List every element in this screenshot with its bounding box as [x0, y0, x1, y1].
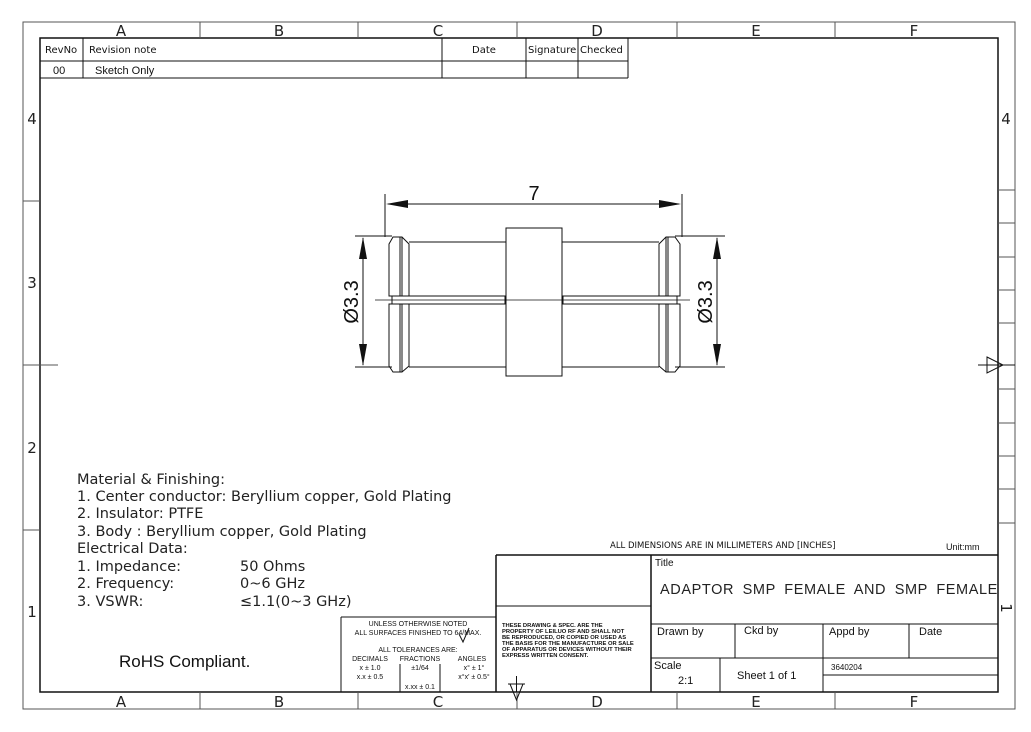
ckd-by-label: Ckd by [744, 625, 779, 637]
zone-col-f-top: F [910, 22, 919, 40]
electrical-value: 50 Ohms [240, 559, 305, 575]
dimension-lines [355, 194, 725, 368]
drawing-title: ADAPTOR SMP FEMALE AND SMP FEMALE [660, 582, 998, 598]
zone-col-e-top: E [751, 22, 760, 40]
zone-col-d-top: D [591, 22, 603, 40]
zone-labels: A B C D E F A B C D E F 4 3 2 1 4 1 [27, 22, 1015, 711]
electrical-label: 1. Impedance: [77, 559, 181, 575]
zone-col-c-bottom: C [433, 693, 443, 711]
electrical-heading: Electrical Data: [77, 541, 188, 557]
drawn-by-label: Drawn by [657, 626, 704, 638]
scale-label: Scale [654, 660, 682, 672]
rohs-note: RoHS Compliant. [119, 652, 250, 671]
material-heading: Material & Finishing: [77, 472, 225, 488]
fractions-label: FRACTIONS [400, 656, 441, 663]
rev-number: 00 [53, 65, 65, 77]
proprietary-line: BE REPRODUCED, OR COPIED OR USED AS [502, 635, 626, 641]
rev-header-note: Revision note [89, 45, 157, 56]
zone-col-d-bottom: D [591, 693, 603, 711]
xxx-tolerance: x.xx ± 0.1 [405, 684, 435, 691]
proprietary-line: PROPERTY OF LEILUO RF AND SHALL NOT [502, 629, 625, 635]
date-label: Date [919, 626, 942, 638]
rev-header-checked: Checked [580, 45, 623, 56]
zone-col-b-top: B [274, 22, 284, 40]
rev-header-revno: RevNo [45, 45, 77, 56]
proprietary-line: THESE DRAWING & SPEC. ARE THE [502, 623, 603, 629]
electrical-value: 0~6 GHz [240, 576, 305, 592]
zone-row-3-left: 3 [27, 274, 37, 292]
tolerance-block: UNLESS OTHERWISE NOTED ALL SURFACES FINI… [340, 616, 496, 692]
datum-mark-icon [508, 676, 525, 702]
revision-table: RevNo Revision note Date Signature Check… [40, 38, 629, 79]
zone-row-2-left: 2 [27, 439, 37, 457]
centering-mark-icon [978, 356, 1015, 374]
rev-note: Sketch Only [95, 65, 155, 77]
title-block: THESE DRAWING & SPEC. ARE THE PROPERTY O… [495, 541, 998, 702]
fraction-tolerance: ±1/64 [411, 665, 429, 672]
proprietary-line: OF APPARATUS OR DEVICES WITHOUT THEIR [502, 647, 632, 653]
table-row: 00 Sketch Only [53, 65, 155, 77]
proprietary-line: THE BASIS FOR THE MANUFACTURE OR SALE [502, 641, 634, 647]
rev-header-date: Date [472, 45, 496, 56]
part-number: 3640204 [831, 663, 863, 672]
scale-value: 2:1 [678, 675, 693, 687]
zone-col-a-bottom: A [116, 693, 127, 711]
sheet-number: Sheet 1 of 1 [737, 670, 796, 682]
proprietary-line: EXPRESS WRITTEN CONSENT. [502, 653, 589, 659]
zone-col-c-top: C [433, 22, 443, 40]
zone-row-1-left: 1 [27, 603, 37, 621]
material-item: 3. Body : Beryllium copper, Gold Plating [77, 524, 367, 540]
electrical-value: ≤1.1(0~3 GHz) [240, 594, 351, 610]
zone-row-4-left: 4 [27, 110, 37, 128]
tolerance-line-1: UNLESS OTHERWISE NOTED [369, 621, 468, 628]
angle-tolerance-1: x° ± 1° [464, 664, 485, 672]
zone-col-a-top: A [116, 22, 127, 40]
zone-col-b-bottom: B [274, 693, 284, 711]
title-label: Title [655, 558, 674, 569]
material-item: 1. Center conductor: Beryllium copper, G… [77, 489, 452, 505]
spec-notes: Material & Finishing: 1. Center conducto… [77, 472, 452, 610]
zone-col-f-bottom: F [910, 693, 919, 711]
length-dimension: 7 [528, 183, 539, 205]
angles-label: ANGLES [458, 656, 487, 663]
appd-by-label: Appd by [829, 626, 870, 638]
zone-row-4-right: 4 [1001, 110, 1011, 128]
zone-dividers [23, 22, 1015, 709]
tolerance-line-3: ALL TOLERANCES ARE: [378, 647, 457, 654]
unit-label: Unit:mm [946, 542, 980, 552]
decimal-tolerance-1: x ± 1.0 [360, 665, 381, 672]
right-diameter-dimension: Ø3.3 [695, 280, 717, 323]
connector-drawing [375, 227, 690, 377]
decimals-label: DECIMALS [352, 656, 388, 663]
dimensions-note: ALL DIMENSIONS ARE IN MILLIMETERS AND [I… [610, 541, 836, 551]
electrical-label: 3. VSWR: [77, 594, 143, 610]
electrical-label: 2. Frequency: [77, 576, 174, 592]
left-diameter-dimension: Ø3.3 [341, 280, 363, 323]
decimal-tolerance-2: x.x ± 0.5 [357, 674, 384, 681]
tolerance-line-2: ALL SURFACES FINISHED TO 64/MAX. [355, 630, 482, 637]
material-item: 2. Insulator: PTFE [77, 506, 203, 522]
angle-tolerance-2: x°x' ± 0.5° [458, 673, 490, 681]
rev-header-signature: Signature [528, 45, 576, 56]
zone-col-e-bottom: E [751, 693, 760, 711]
zone-row-1-right: 1 [997, 603, 1015, 613]
